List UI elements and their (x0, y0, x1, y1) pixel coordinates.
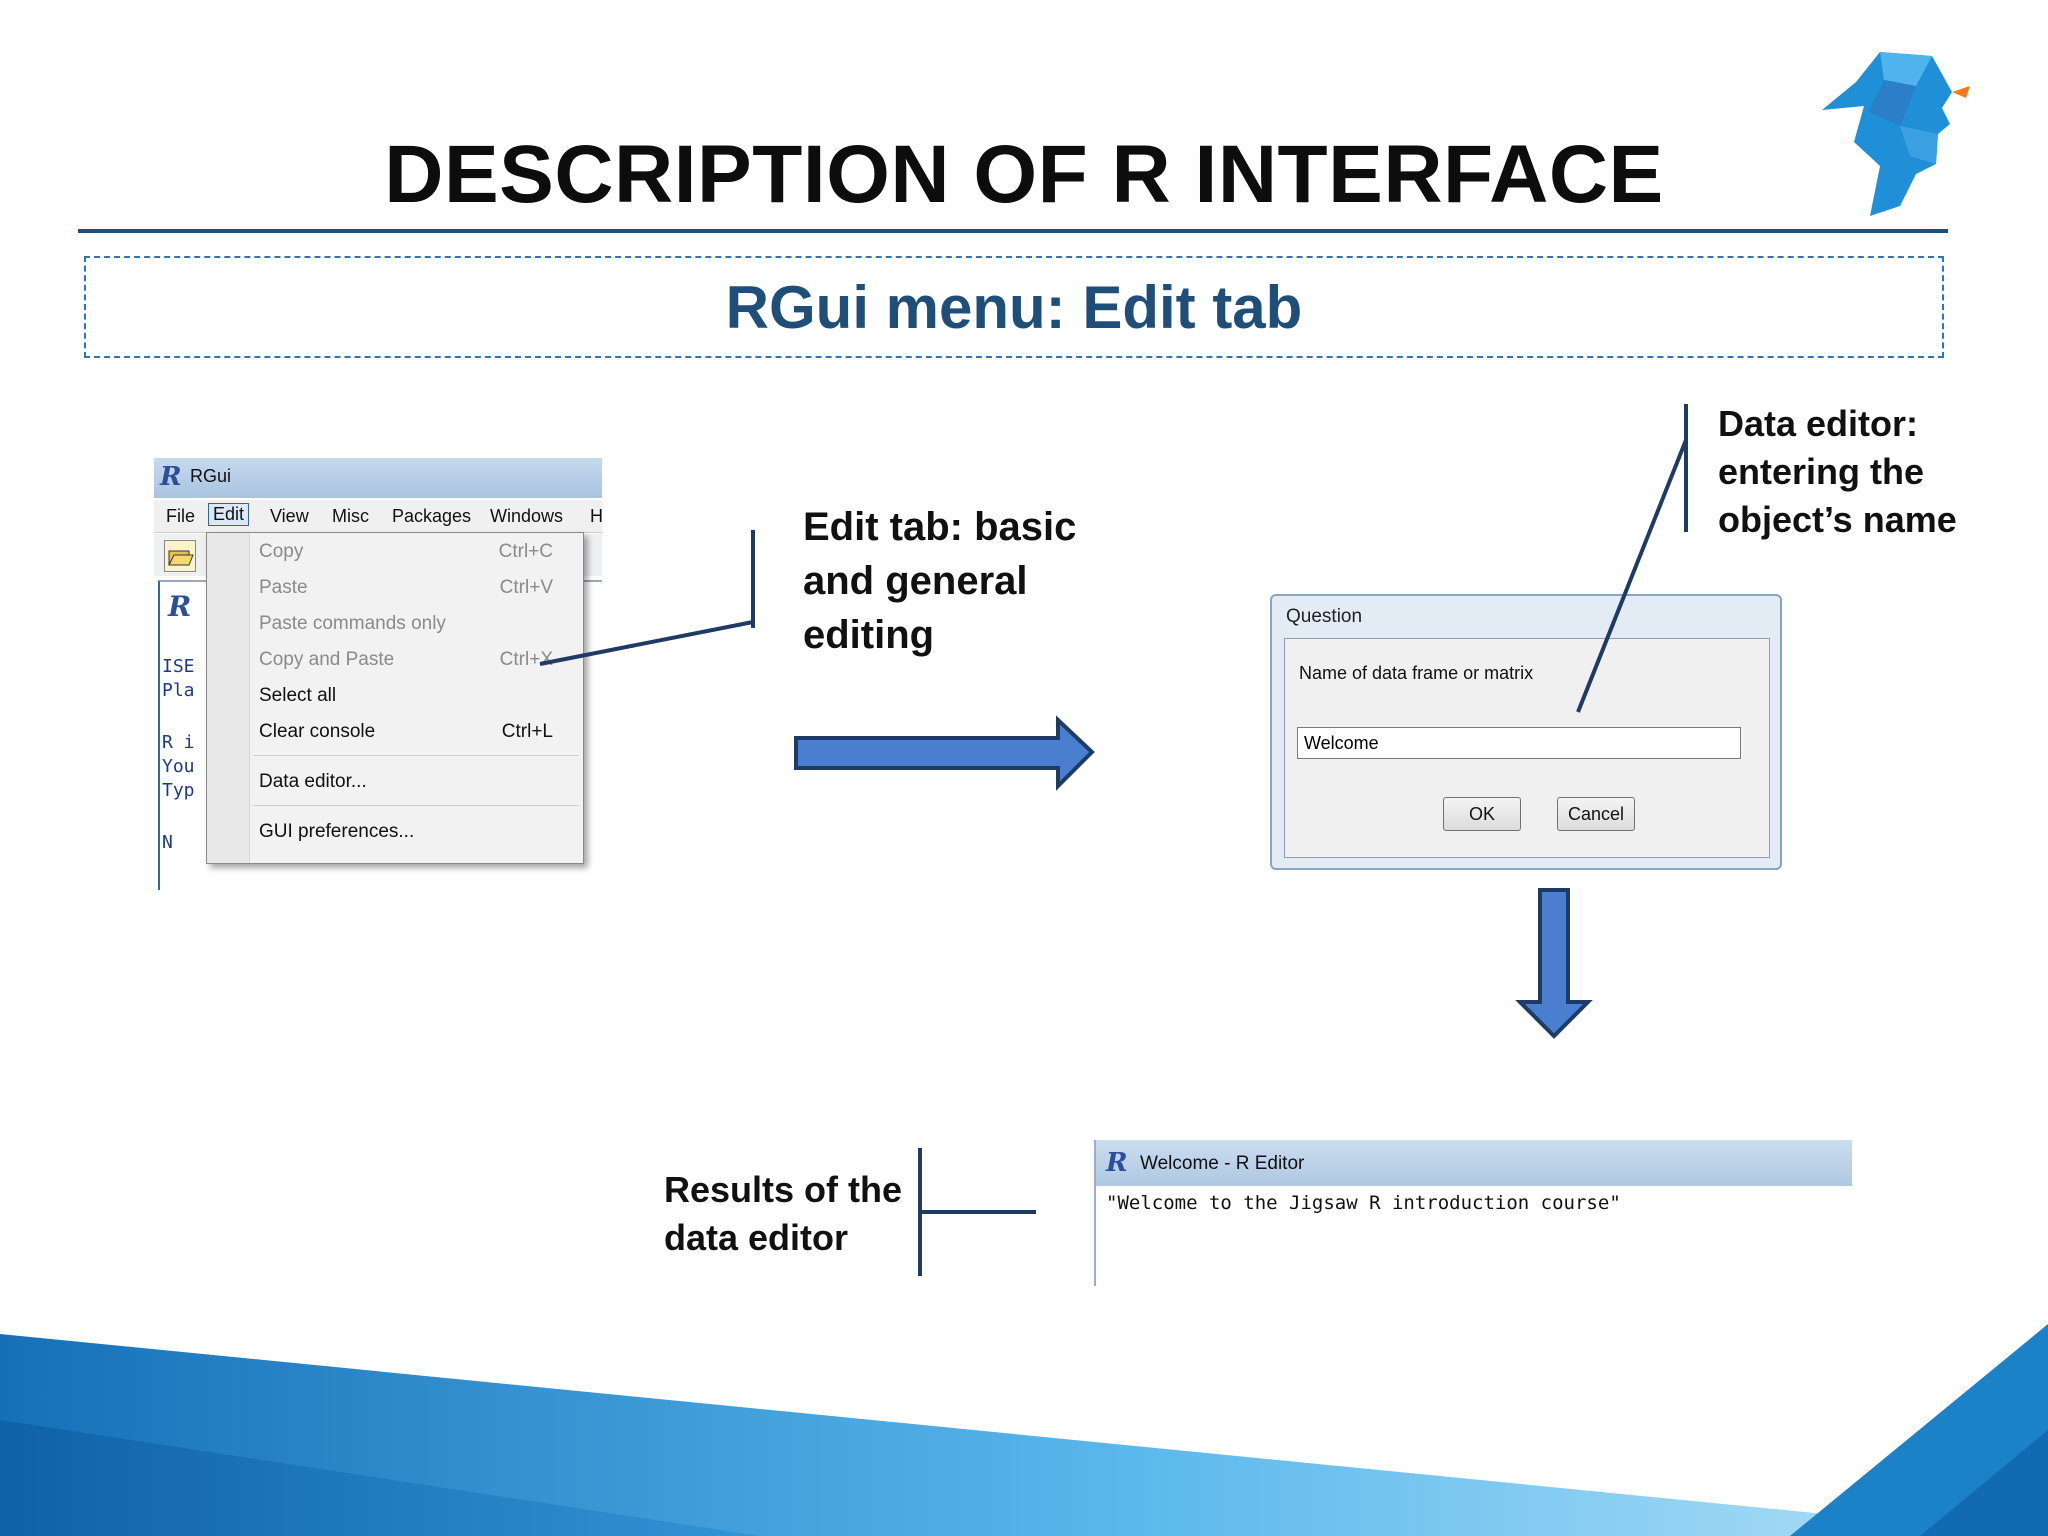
menu-item-label: Clear console (259, 721, 376, 742)
console-r-logo-icon: R (168, 590, 192, 623)
menu-item-label: Paste (259, 577, 308, 598)
down-arrow-icon (1515, 888, 1593, 1039)
console-line: Typ (162, 780, 195, 801)
r-editor-title: Welcome - R Editor (1140, 1153, 1305, 1174)
menu-separator (253, 755, 579, 756)
r-logo-icon: R (160, 462, 182, 492)
callout-line: and general (803, 559, 1028, 603)
menu-item-paste-commands-only[interactable]: Paste commands only (207, 605, 583, 641)
menu-misc[interactable]: Misc (332, 506, 369, 526)
callout-line: Data editor: (1718, 403, 1919, 444)
menu-item-data-editor[interactable]: Data editor... (207, 761, 583, 801)
brand-head-logo-icon (1822, 52, 1970, 216)
ok-button[interactable]: OK (1443, 797, 1521, 831)
dialog-prompt: Name of data frame or matrix (1299, 663, 1534, 683)
menu-packages[interactable]: Packages (392, 506, 472, 526)
callout-line: Results of the (664, 1169, 903, 1210)
menu-item-paste[interactable]: Paste Ctrl+V (207, 569, 583, 605)
right-arrow-icon (794, 715, 1095, 791)
callout-data-editor: Data editor: entering the object’s name (1718, 400, 1957, 544)
question-dialog: Question Name of data frame or matrix OK… (1270, 594, 1782, 870)
menu-item-label: Data editor... (259, 771, 367, 792)
dialog-body: Name of data frame or matrix OK Cancel (1284, 638, 1770, 858)
title-divider (78, 229, 1948, 233)
menu-view[interactable]: View (270, 506, 309, 526)
edit-tab-connector (539, 530, 755, 666)
menu-help[interactable]: H (590, 506, 602, 526)
menu-separator (253, 805, 579, 806)
menu-item-label: Paste commands only (259, 613, 446, 634)
callout-line: object’s name (1718, 499, 1957, 540)
console-line: You (162, 756, 195, 777)
menu-item-copy[interactable]: Copy Ctrl+C (207, 533, 583, 569)
r-editor-window: R Welcome - R Editor "Welcome to the Jig… (1094, 1140, 1854, 1286)
results-connector (918, 1148, 1036, 1276)
slide-subtitle: RGui menu: Edit tab (725, 273, 1303, 341)
menu-item-label: Copy (259, 541, 304, 562)
callout-line: data editor (664, 1217, 849, 1258)
r-editor-titlebar: R Welcome - R Editor (1096, 1140, 1852, 1186)
menu-item-clear-console[interactable]: Clear console Ctrl+L (207, 713, 583, 749)
console-line: R i (162, 732, 195, 753)
r-editor-content[interactable]: "Welcome to the Jigsaw R introduction co… (1106, 1192, 1621, 1214)
menu-item-copy-and-paste[interactable]: Copy and Paste Ctrl+X (207, 641, 583, 677)
bottom-wave-decoration (0, 1324, 2048, 1536)
menu-item-label: GUI preferences... (259, 821, 415, 842)
menu-item-gui-preferences[interactable]: GUI preferences... (207, 811, 583, 851)
callout-results: Results of the data editor (664, 1166, 902, 1262)
menu-item-shortcut: Ctrl+V (499, 577, 553, 598)
menu-file[interactable]: File (166, 506, 196, 526)
console-line: Pla (162, 680, 195, 701)
menu-item-label: Select all (259, 685, 337, 706)
rgui-window: R RGui File Edit View Misc Packages Wind… (154, 458, 602, 890)
rgui-titlebar: R RGui (154, 458, 602, 498)
menu-edit[interactable]: Edit (208, 503, 250, 526)
menu-item-select-all[interactable]: Select all (207, 677, 583, 713)
open-folder-icon[interactable] (164, 540, 196, 572)
slide-title: DESCRIPTION OF R INTERFACE (384, 129, 1664, 220)
console-line: N (162, 832, 173, 853)
menu-gutter (207, 533, 250, 863)
r-logo-icon: R (1106, 1148, 1128, 1178)
menu-item-shortcut: Ctrl+C (498, 541, 553, 562)
menu-item-shortcut: Ctrl+L (501, 721, 553, 742)
data-editor-connector (1576, 404, 1688, 713)
edit-dropdown-menu: Copy Ctrl+C Paste Ctrl+V Paste commands … (206, 532, 584, 864)
rgui-title: RGui (190, 466, 232, 486)
callout-line: editing (803, 613, 935, 657)
cancel-button[interactable]: Cancel (1557, 797, 1635, 831)
callout-line: Edit tab: basic (803, 505, 1077, 549)
menu-item-label: Copy and Paste (259, 649, 395, 670)
callout-edit-tab: Edit tab: basic and general editing (803, 500, 1076, 662)
menu-windows[interactable]: Windows (490, 506, 564, 526)
object-name-input[interactable] (1297, 727, 1741, 759)
console-line: ISE (162, 656, 195, 677)
menu-item-shortcut: Ctrl+X (499, 649, 553, 670)
subtitle-box: RGui menu: Edit tab (84, 256, 1944, 358)
callout-line: entering the (1718, 451, 1925, 492)
rgui-menubar: File Edit View Misc Packages Windows H (154, 500, 602, 533)
dialog-title: Question (1286, 606, 1363, 627)
